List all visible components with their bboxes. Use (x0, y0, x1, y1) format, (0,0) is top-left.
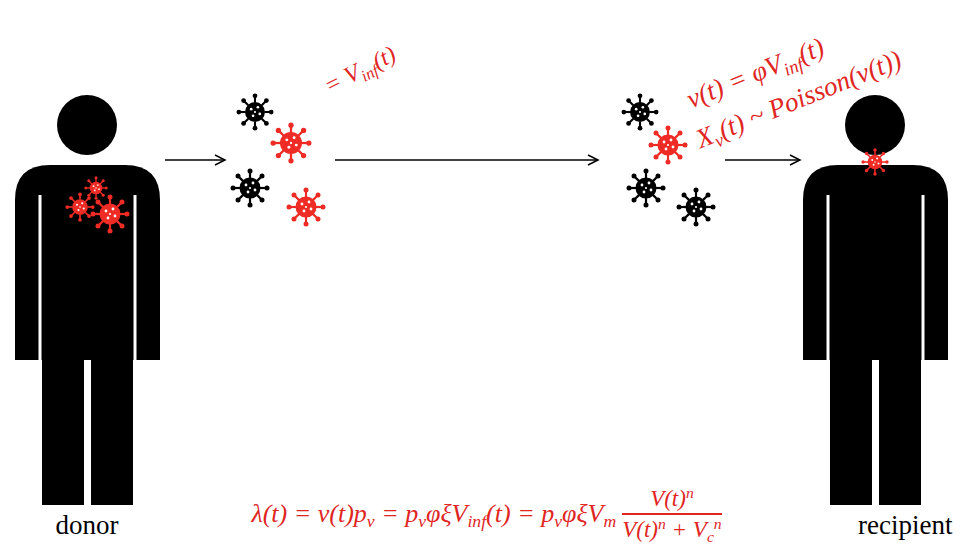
subscript: v (554, 511, 562, 531)
virus-icon (649, 126, 688, 165)
virus-cluster: = Vinf(t) (225, 88, 335, 235)
figure-label: donor (56, 510, 119, 541)
arrowhead (588, 155, 598, 165)
subscript: m (603, 511, 616, 531)
arm-gaps (40, 195, 135, 362)
virus-icon (91, 195, 130, 234)
virus-icon (627, 169, 666, 208)
equation: λ(t) = v(t)pv = pvφξVinf(t) = pvφξVmV(t)… (0, 486, 973, 542)
subscript: inf (358, 61, 382, 86)
virus-icon (861, 148, 888, 175)
connector-line (335, 159, 598, 161)
virus-icon (65, 192, 94, 221)
arm-gap (39, 195, 42, 362)
inhaled-viruses (621, 93, 715, 226)
virus-icon (287, 188, 326, 227)
donor-viruses (65, 176, 129, 233)
connector-line (725, 159, 800, 161)
equation-text: λ(t) = v(t)pv = pvφξVinf(t) = pvφξVm (251, 500, 616, 529)
arm-gaps (828, 195, 923, 362)
donor-figure: donor (15, 92, 165, 550)
superscript: n (658, 515, 666, 532)
fraction: V(t)nV(t)n + Vcn (622, 486, 721, 542)
math-label: = Vinf(t) (320, 41, 401, 100)
equation-text: V(t)n (650, 486, 694, 513)
superscript: n (714, 515, 722, 532)
figure-leg (91, 355, 133, 505)
virus-cluster: v(t) = φVinf(t)Xv(t) ~ Poisson(v(t)) (598, 88, 725, 235)
arm-gap (922, 195, 925, 362)
equation-text: V(t)n + Vcn (622, 515, 721, 542)
fraction-bar (622, 513, 721, 515)
virus-icon (84, 176, 107, 199)
virus-icon (677, 188, 716, 227)
figure-torso (803, 165, 948, 360)
arrowhead (215, 155, 225, 165)
airborne-viruses (231, 93, 326, 226)
subscript: inf (781, 54, 806, 80)
virus-icon (271, 123, 312, 164)
recipient-figure: recipient (800, 92, 965, 550)
figure-leg (42, 355, 84, 505)
figure-leg (879, 355, 921, 505)
arrow-connector (165, 155, 225, 165)
connector-line (165, 159, 225, 161)
figure-head (57, 95, 117, 155)
subscript: v (367, 511, 375, 531)
figure-label: recipient (858, 510, 952, 541)
subscript: inf (467, 511, 486, 531)
arm-gap (134, 195, 137, 362)
subscript: c (707, 528, 714, 545)
subscript: v (712, 129, 727, 151)
figure-head (845, 95, 905, 155)
arrow-connector (335, 155, 598, 165)
virus-icon (236, 93, 273, 130)
virus-icon (621, 93, 658, 130)
figure-leg (830, 355, 872, 505)
virus-icon (231, 169, 270, 208)
subscript: v (418, 511, 426, 531)
superscript: n (686, 484, 694, 501)
figure-torso (15, 165, 160, 360)
arrow-connector (725, 155, 800, 165)
arrowhead (790, 155, 800, 165)
donor-figure (15, 95, 160, 505)
recipient-figure (803, 95, 948, 505)
arm-gap (827, 195, 830, 362)
